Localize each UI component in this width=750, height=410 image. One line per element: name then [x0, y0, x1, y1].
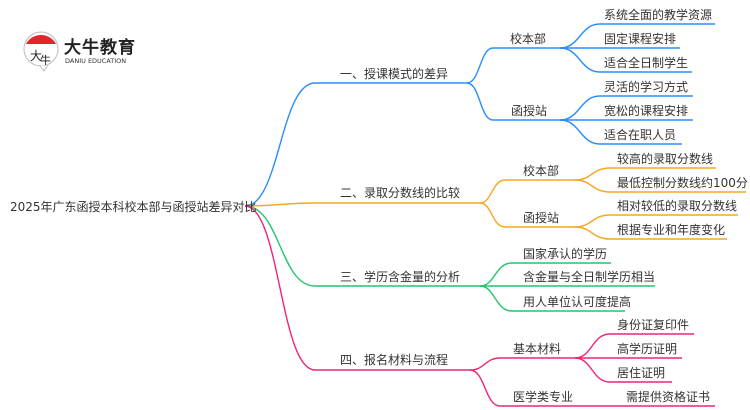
subtopic-correspondence-station[interactable]: 函授站 [511, 104, 548, 118]
leaf[interactable]: 高学历证明 [617, 342, 678, 356]
branch-3-lines [244, 205, 655, 312]
leaf[interactable]: 根据专业和年度变化 [617, 223, 726, 237]
leaf[interactable]: 适合在职人员 [604, 128, 677, 142]
logo-name-en: DANIU EDUCATION [65, 57, 127, 65]
logo: 大 牛 大牛教育 DANIU EDUCATION [22, 30, 142, 72]
subtopic-correspondence-station[interactable]: 函授站 [523, 211, 560, 225]
svg-text:大: 大 [30, 49, 42, 63]
topic-application-materials[interactable]: 四、报名材料与流程 [340, 353, 449, 367]
leaf[interactable]: 用人单位认可度提高 [523, 295, 632, 309]
leaf[interactable]: 需提供资格证书 [626, 390, 711, 404]
leaf[interactable]: 最低控制分数线约100分 [617, 176, 748, 190]
leaf[interactable]: 身份证复印件 [617, 318, 690, 332]
topic-degree-value[interactable]: 三、学历含金量的分析 [340, 270, 461, 284]
leaf[interactable]: 固定课程安排 [604, 32, 677, 46]
topic-teaching-mode[interactable]: 一、授课模式的差异 [340, 67, 449, 81]
leaf[interactable]: 国家承认的学历 [523, 247, 608, 261]
subtopic-medical-majors[interactable]: 医学类专业 [513, 390, 574, 404]
subtopic-basic-materials[interactable]: 基本材料 [513, 342, 562, 356]
leaf[interactable]: 灵活的学习方式 [604, 80, 689, 94]
root-topic[interactable]: 2025年广东函授本科校本部与函授站差异对比 [10, 200, 257, 214]
svg-text:牛: 牛 [40, 53, 51, 67]
branch-2-lines [244, 167, 746, 240]
leaf[interactable]: 含金量与全日制学历相当 [523, 270, 656, 284]
logo-mark-icon: 大 牛 [23, 31, 59, 72]
subtopic-main-campus[interactable]: 校本部 [523, 164, 560, 178]
leaf[interactable]: 较高的录取分数线 [617, 152, 714, 166]
subtopic-main-campus[interactable]: 校本部 [510, 32, 547, 46]
leaf[interactable]: 宽松的课程安排 [604, 104, 689, 118]
branch-1-lines [244, 23, 715, 207]
leaf[interactable]: 居住证明 [617, 366, 666, 380]
leaf[interactable]: 系统全面的教学资源 [604, 8, 713, 22]
leaf[interactable]: 相对较低的录取分数线 [617, 199, 738, 213]
branch-4-lines [244, 205, 715, 407]
topic-admission-score[interactable]: 二、录取分数线的比较 [340, 186, 461, 200]
logo-name-cn: 大牛教育 [64, 38, 136, 58]
leaf[interactable]: 适合全日制学生 [604, 56, 689, 70]
